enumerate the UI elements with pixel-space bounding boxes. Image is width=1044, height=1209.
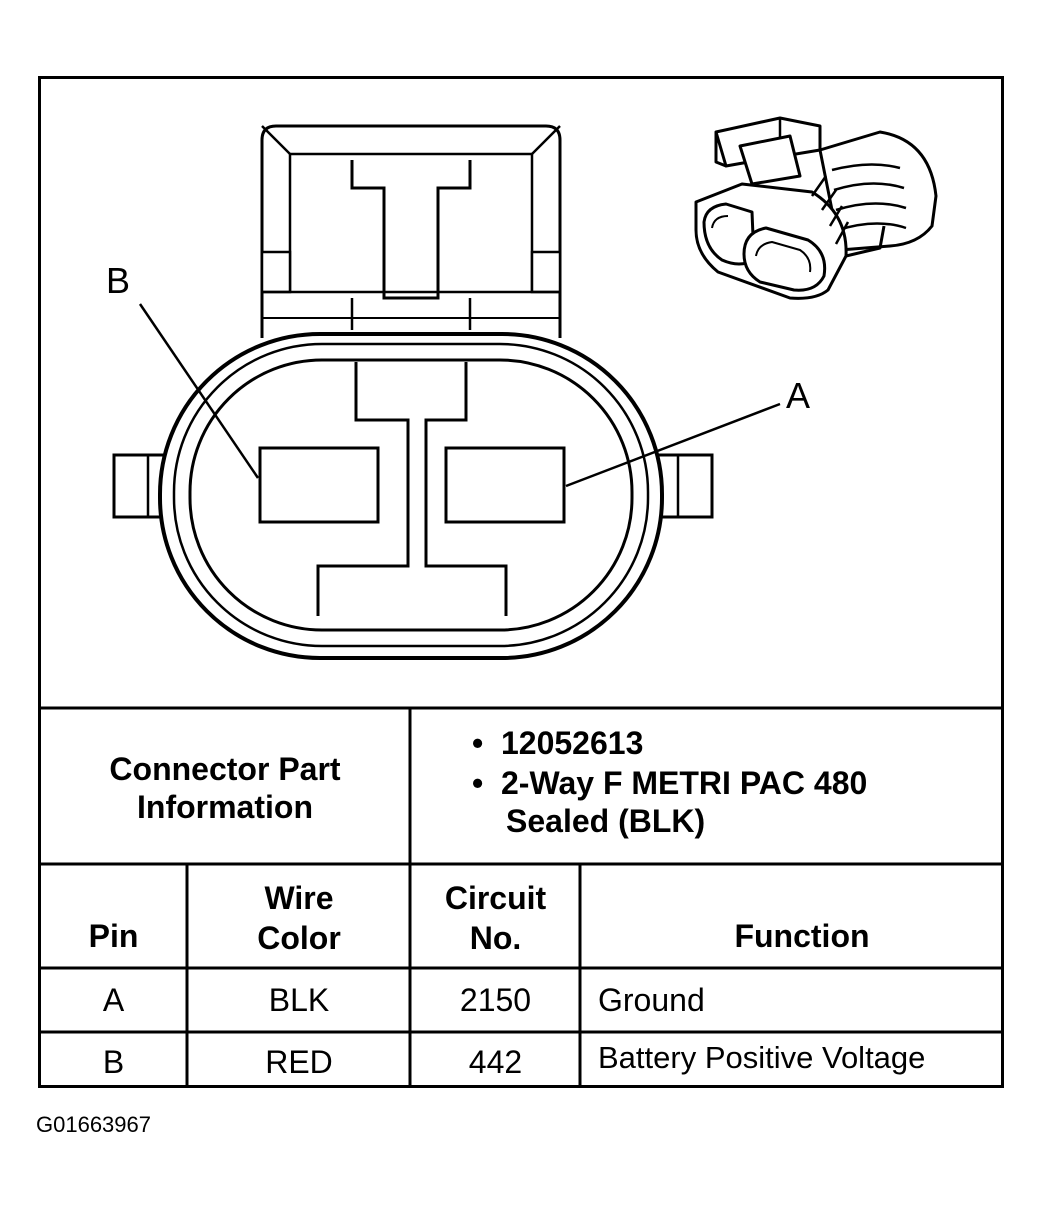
row-a-function: Ground: [598, 982, 705, 1018]
connector-info-heading: Connector Part Information: [40, 750, 410, 826]
row-a-circuit: 2150: [459, 982, 532, 1018]
connector-type-item: • 2-Way F METRI PAC 480: [472, 764, 867, 802]
connector-part-list: • 12052613 • 2-Way F METRI PAC 480 Seale…: [472, 724, 867, 840]
row-b-pin: B: [102, 1044, 125, 1080]
header-wire-color: Wire Color: [188, 878, 410, 958]
connector-info-heading-line2: Information: [137, 789, 313, 825]
row-b-function: Battery Positive Voltage: [598, 1040, 926, 1075]
connector-type-line2: Sealed (BLK): [506, 803, 706, 839]
header-wire-color-line2: Color: [257, 920, 341, 956]
bullet-icon: •: [472, 765, 484, 801]
header-function: Function: [734, 918, 870, 954]
row-a-wire-color: BLK: [268, 982, 330, 1018]
header-pin: Pin: [88, 918, 139, 954]
part-number-item: • 12052613: [472, 724, 867, 762]
figure-id: G01663967: [36, 1112, 151, 1137]
connector-face-view-icon: [112, 124, 781, 660]
pin-b-label: B: [106, 260, 130, 301]
connector-type: 2-Way F METRI PAC 480: [500, 765, 868, 801]
table-grid: [38, 706, 1004, 1088]
connector-info-heading-line1: Connector Part: [109, 751, 341, 787]
pin-a-label: A: [786, 375, 810, 416]
diagram-frame: [38, 76, 1004, 1088]
header-circuit: Circuit No.: [411, 878, 580, 958]
header-circuit-line2: No.: [469, 920, 522, 956]
header-circuit-line1: Circuit: [444, 880, 547, 916]
part-number: 12052613: [500, 725, 644, 761]
row-b-circuit: 442: [468, 1044, 523, 1080]
row-b-wire-color: RED: [265, 1044, 333, 1080]
row-a-pin: A: [102, 982, 125, 1018]
connector-3d-view-icon: [694, 116, 938, 300]
bullet-icon: •: [472, 725, 484, 761]
header-wire-color-line1: Wire: [264, 880, 334, 916]
